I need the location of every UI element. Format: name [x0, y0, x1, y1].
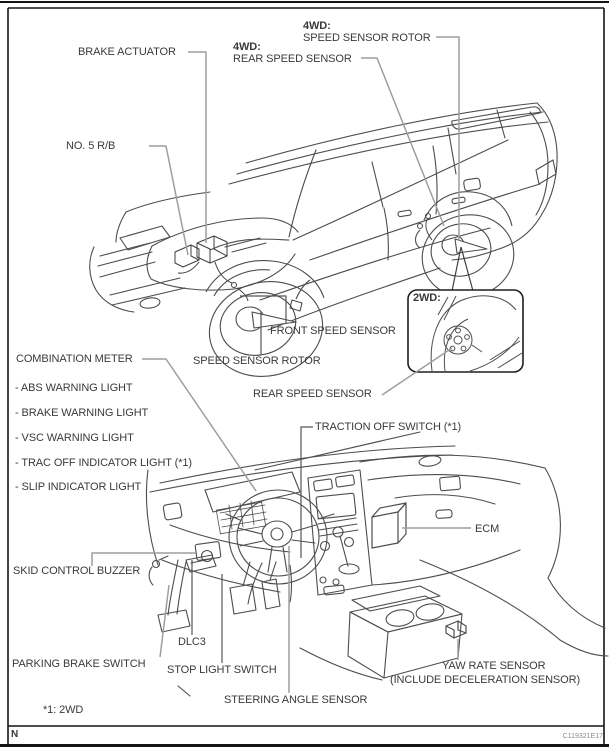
label-front-speed-sensor: FRONT SPEED SENSOR: [270, 325, 396, 337]
figure-frame: [7, 7, 605, 745]
yaw-rate-sensor-part: [445, 620, 467, 639]
2wd-inset-box: [407, 246, 524, 373]
label-dlc3: DLC3: [178, 636, 206, 648]
label-yaw-rate-sensor: YAW RATE SENSOR: [442, 660, 546, 672]
front-wheel: [205, 259, 325, 378]
bottom-rule: [0, 744, 609, 747]
footnote: *1: 2WD: [43, 704, 84, 716]
label-4wd-rotor-prefix: 4WD:: [303, 20, 331, 32]
label-speed-sensor-rotor: SPEED SENSOR ROTOR: [193, 355, 321, 367]
label-trac-off-indicator: - TRAC OFF INDICATOR LIGHT (*1): [15, 457, 192, 469]
rear-wheel: [414, 191, 515, 298]
label-skid-control-buzzer: SKID CONTROL BUZZER: [13, 565, 141, 577]
label-ecm: ECM: [475, 523, 500, 535]
engine-bay-components: [174, 235, 249, 302]
figure-code: C119321E17: [562, 733, 603, 740]
label-4wd-rear-sensor: REAR SPEED SENSOR: [233, 53, 352, 65]
top-rule: [0, 1, 609, 3]
label-brake-warning-light: - BRAKE WARNING LIGHT: [15, 407, 149, 419]
parking-brake-assembly: [148, 555, 191, 633]
label-brake-actuator: BRAKE ACTUATOR: [78, 46, 176, 58]
minivan-illustration: [89, 102, 558, 331]
label-traction-off-switch: TRACTION OFF SWITCH (*1): [315, 421, 462, 433]
label-4wd-rotor: SPEED SENSOR ROTOR: [303, 32, 431, 44]
leader-lines: [91, 36, 471, 693]
dashboard-illustration: [145, 431, 609, 697]
label-no5-rb: NO. 5 R/B: [66, 140, 116, 152]
label-abs-warning-light: - ABS WARNING LIGHT: [15, 382, 133, 394]
corner-mark: N: [11, 729, 19, 740]
dlc3-connector: [185, 554, 217, 573]
label-parking-brake-switch: PARKING BRAKE SWITCH: [12, 658, 146, 670]
label-yaw-rate-sensor-sub: (INCLUDE DECELERATION SENSOR): [390, 674, 581, 686]
label-combination-meter: COMBINATION METER: [16, 353, 133, 365]
label-steering-angle-sensor: STEERING ANGLE SENSOR: [224, 694, 368, 706]
ecm-box: [371, 502, 407, 549]
label-vsc-warning-light: - VSC WARNING LIGHT: [15, 432, 134, 444]
label-slip-indicator-light: - SLIP INDICATOR LIGHT: [15, 481, 142, 493]
label-2wd-inset: 2WD:: [413, 292, 441, 304]
label-4wd-rear-prefix: 4WD:: [233, 41, 261, 53]
label-stop-light-switch: STOP LIGHT SWITCH: [167, 664, 277, 676]
label-rear-speed-sensor: REAR SPEED SENSOR: [253, 388, 372, 400]
